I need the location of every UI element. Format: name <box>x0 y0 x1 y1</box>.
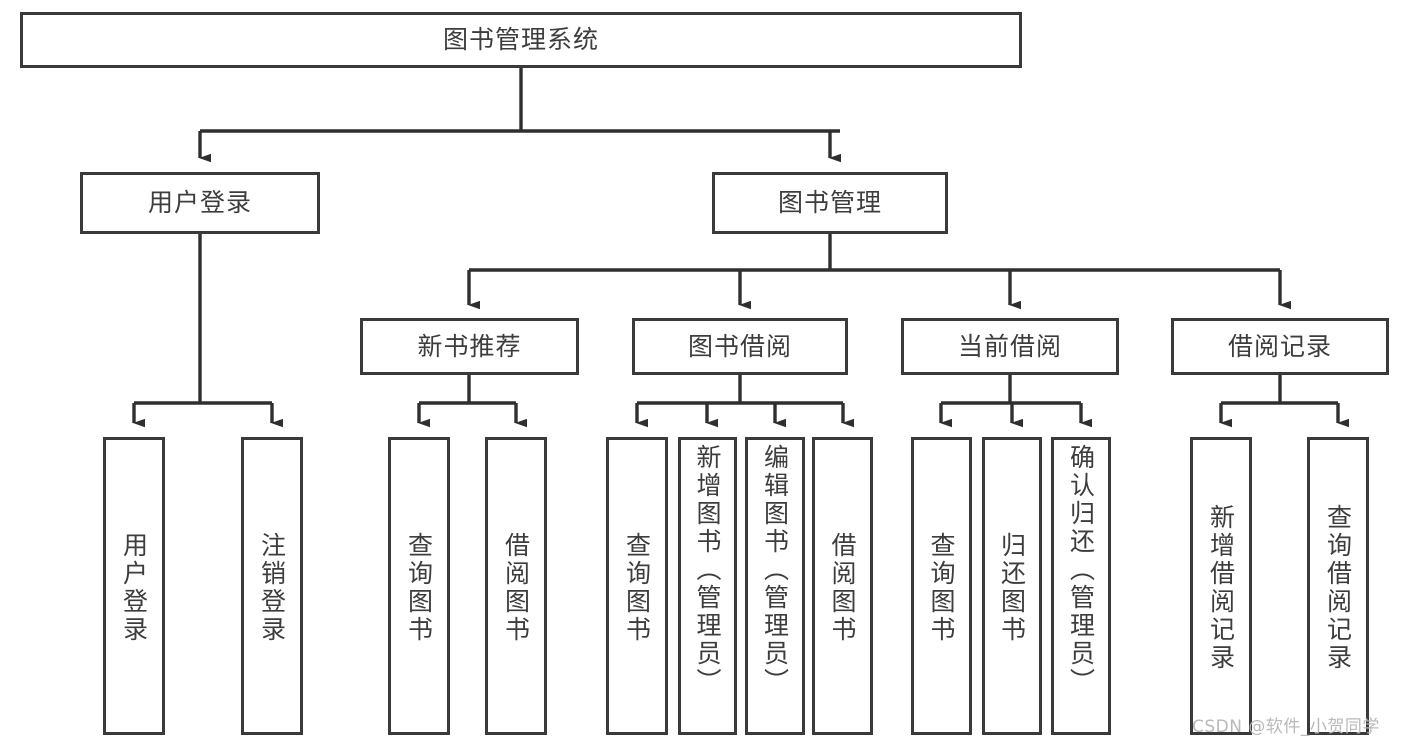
node-borrow-records[interactable]: 借阅记录 <box>1171 318 1389 375</box>
node-borrow-records-label: 借阅记录 <box>1227 331 1332 361</box>
node-book-borrowing[interactable]: 图书借阅 <box>632 318 848 375</box>
leaf-borrow-books-recommend-label: 借阅图书 <box>501 532 531 644</box>
leaf-query-books-recommend[interactable]: 查询图书 <box>388 437 450 735</box>
leaf-query-borrow-record-label: 查询借阅记录 <box>1323 504 1353 672</box>
node-current-borrowing-label: 当前借阅 <box>957 331 1062 361</box>
leaf-borrow-books[interactable]: 借阅图书 <box>812 437 873 735</box>
leaf-query-borrow-record[interactable]: 查询借阅记录 <box>1307 437 1369 735</box>
node-book-management-label: 图书管理 <box>777 188 882 218</box>
leaf-return-books[interactable]: 归还图书 <box>982 437 1042 735</box>
leaf-edit-book-admin[interactable]: 编辑图书（管理员） <box>745 437 805 735</box>
leaf-user-login-label: 用户登录 <box>119 532 149 644</box>
leaf-query-books-current[interactable]: 查询图书 <box>911 437 972 735</box>
leaf-return-books-label: 归还图书 <box>997 532 1027 644</box>
node-user-login-label: 用户登录 <box>147 188 252 218</box>
leaf-add-book-admin[interactable]: 新增图书（管理员） <box>678 437 737 735</box>
watermark: CSDN @软件_小贺同学 <box>1192 717 1380 737</box>
node-current-borrowing[interactable]: 当前借阅 <box>901 318 1119 375</box>
node-root-label: 图书管理系统 <box>442 25 599 55</box>
node-new-book-recommendation-label: 新书推荐 <box>417 331 522 361</box>
node-new-book-recommendation[interactable]: 新书推荐 <box>360 318 579 375</box>
leaf-add-borrow-record[interactable]: 新增借阅记录 <box>1190 437 1252 735</box>
leaf-logout[interactable]: 注销登录 <box>241 437 303 735</box>
leaf-query-books-borrowing-label: 查询图书 <box>622 532 652 644</box>
leaf-query-books-borrowing[interactable]: 查询图书 <box>606 437 668 735</box>
node-book-borrowing-label: 图书借阅 <box>687 331 792 361</box>
leaf-confirm-return-admin[interactable]: 确认归还（管理员） <box>1051 437 1111 735</box>
leaf-add-borrow-record-label: 新增借阅记录 <box>1206 504 1236 672</box>
leaf-logout-label: 注销登录 <box>257 532 287 644</box>
leaf-borrow-books-label: 借阅图书 <box>828 532 857 644</box>
leaf-borrow-books-recommend[interactable]: 借阅图书 <box>485 437 547 735</box>
node-user-login[interactable]: 用户登录 <box>80 172 320 234</box>
leaf-edit-book-admin-label: 编辑图书（管理员） <box>760 444 790 696</box>
leaf-query-books-current-label: 查询图书 <box>927 532 956 644</box>
leaf-user-login[interactable]: 用户登录 <box>103 437 165 735</box>
node-book-management[interactable]: 图书管理 <box>712 172 948 234</box>
leaf-query-books-recommend-label: 查询图书 <box>404 532 434 644</box>
node-root[interactable]: 图书管理系统 <box>20 12 1022 68</box>
leaf-confirm-return-admin-label: 确认归还（管理员） <box>1066 444 1096 696</box>
leaf-add-book-admin-label: 新增图书（管理员） <box>693 444 722 696</box>
